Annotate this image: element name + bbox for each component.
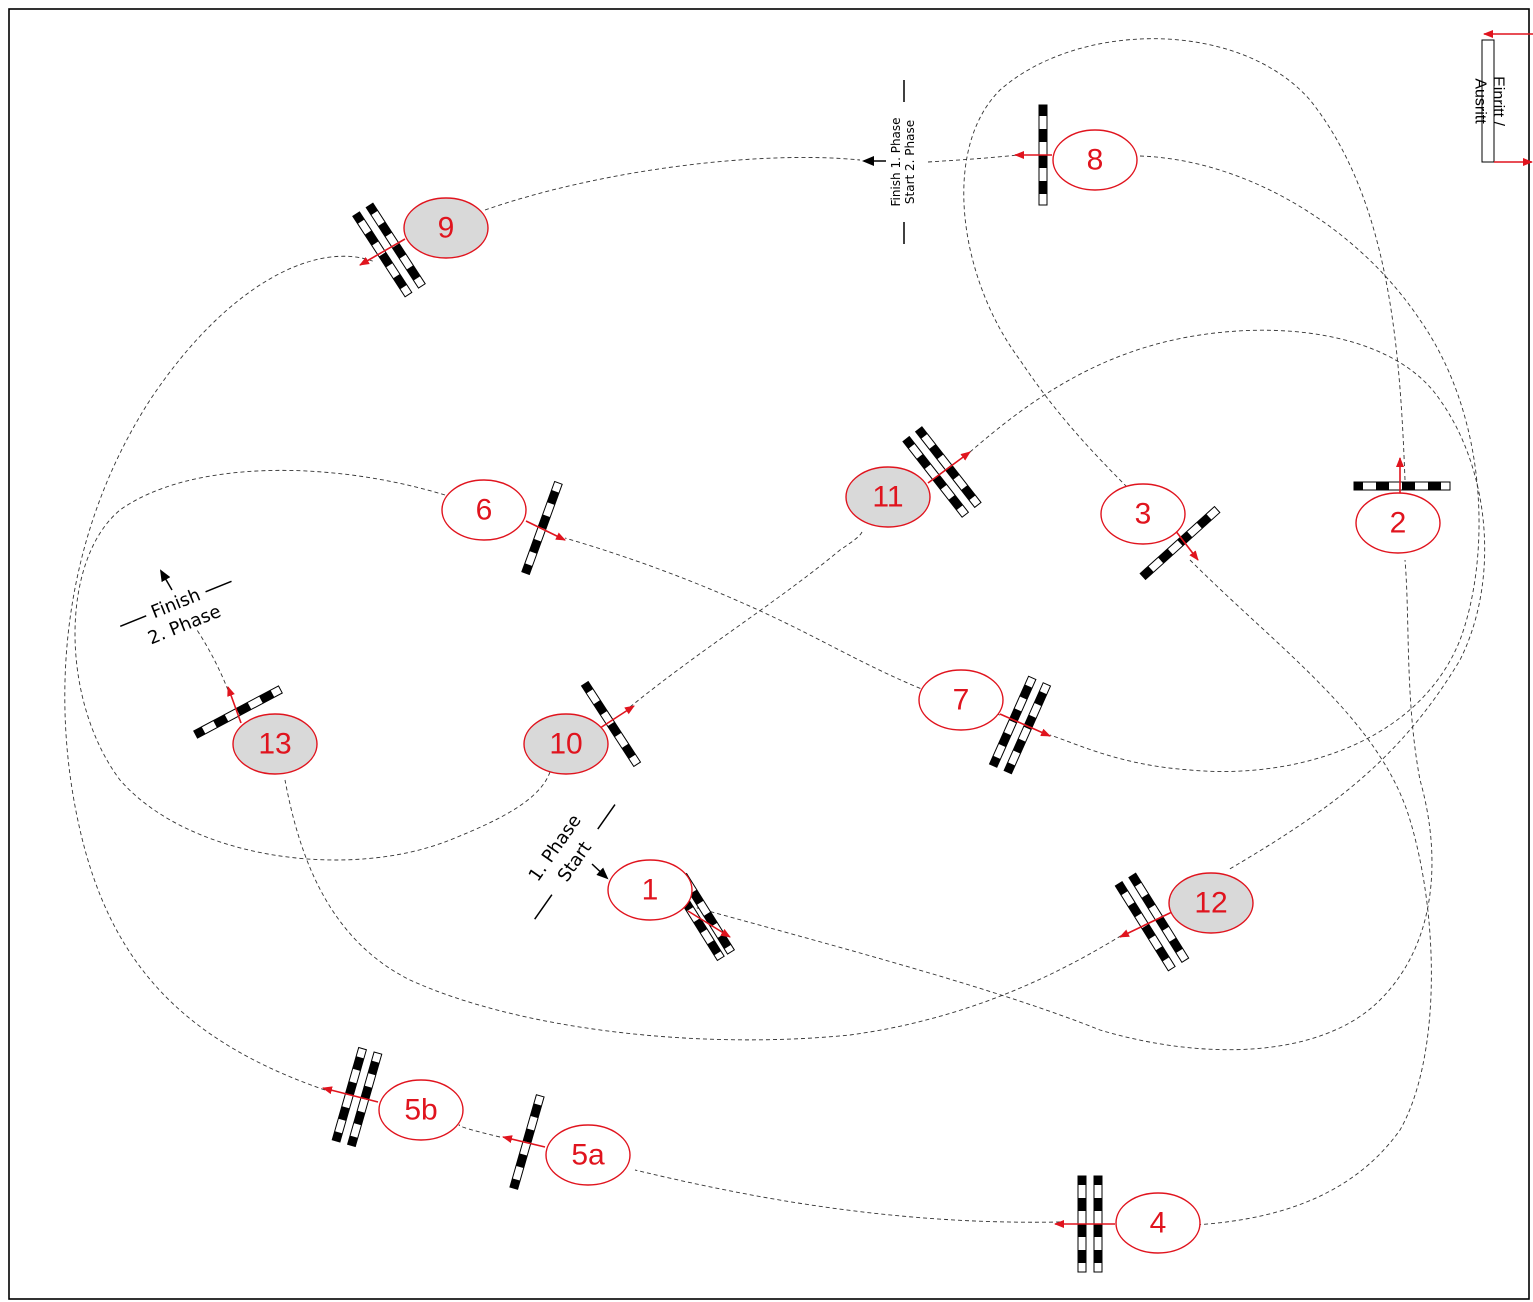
svg-text:3: 3 — [1135, 498, 1152, 531]
obstacle-label-5a: 5a — [545, 1124, 631, 1186]
svg-text:5b: 5b — [404, 1094, 437, 1127]
obstacle-label-6: 6 — [441, 479, 527, 541]
phase-2-finish-marker: Finish 2. Phase — [119, 569, 232, 649]
red-direction-arrow-icon — [525, 520, 566, 541]
svg-text:4: 4 — [1150, 1207, 1167, 1240]
jump-9 — [352, 202, 426, 298]
red-direction-arrow-icon — [502, 1135, 546, 1148]
show-jump-fence-icon — [580, 680, 642, 768]
svg-text:Finish 1. Phase: Finish 1. Phase — [889, 117, 903, 206]
obstacle-label-2: 2 — [1355, 492, 1441, 554]
obstacle-label-3: 3 — [1100, 483, 1186, 545]
obstacle-label-9: 9 — [403, 197, 489, 259]
red-direction-arrow-icon — [999, 713, 1051, 737]
red-direction-arrow-icon — [1174, 529, 1199, 561]
jump-2 — [1353, 481, 1451, 491]
obstacle-label-7: 7 — [918, 669, 1004, 731]
red-direction-arrow-icon — [322, 1086, 379, 1103]
red-direction-arrow-icon — [359, 238, 406, 266]
show-jump-fence-icon — [352, 202, 426, 298]
black-arrow-icon — [159, 569, 173, 591]
red-direction-arrow-icon — [596, 705, 635, 731]
riding-path — [64, 38, 1486, 1226]
obstacle-labels: 1 2 3 4 5a 5b 6 7 — [232, 129, 1441, 1254]
obstacle-label-11: 11 — [845, 466, 931, 528]
red-direction-arrow-icon — [1119, 911, 1173, 938]
phase-1-finish-marker: Finish 1. Phase Start 2. Phase — [862, 80, 917, 244]
obstacle-label-13: 13 — [232, 713, 318, 775]
svg-text:7: 7 — [953, 684, 970, 717]
jump-7 — [988, 675, 1052, 775]
show-jump-fence-icon — [988, 675, 1052, 775]
black-arrow-icon — [591, 863, 609, 880]
show-jump-fence-icon — [1139, 505, 1221, 581]
obstacle-label-12: 12 — [1168, 872, 1254, 934]
jump-3 — [1139, 505, 1221, 581]
svg-text:10: 10 — [549, 728, 582, 761]
svg-text:13: 13 — [258, 728, 291, 761]
entry-exit-gate: Einritt / Ausritt — [1472, 30, 1533, 166]
svg-text:2: 2 — [1390, 507, 1407, 540]
svg-text:9: 9 — [438, 212, 455, 245]
svg-text:5a: 5a — [571, 1139, 605, 1172]
svg-text:Start 2. Phase: Start 2. Phase — [903, 120, 917, 204]
show-jump-fence-icon — [1353, 481, 1451, 491]
svg-text:Ausritt: Ausritt — [1472, 78, 1489, 124]
svg-text:Einritt /: Einritt / — [1490, 76, 1507, 126]
arena-border — [8, 8, 1530, 1300]
phase-1-start-marker: 1. Phase Start — [525, 804, 616, 920]
obstacle-label-5b: 5b — [378, 1079, 464, 1141]
svg-text:8: 8 — [1087, 144, 1104, 177]
svg-text:12: 12 — [1194, 887, 1227, 920]
direction-arrows — [227, 151, 1404, 1228]
red-direction-arrow-icon — [687, 910, 731, 938]
red-direction-arrow-icon — [927, 451, 971, 484]
red-direction-arrow-icon — [227, 686, 242, 724]
jump-10 — [580, 680, 642, 768]
obstacle-label-1: 1 — [607, 859, 693, 921]
obstacle-label-4: 4 — [1115, 1192, 1201, 1254]
svg-text:1: 1 — [642, 874, 659, 907]
obstacle-label-8: 8 — [1052, 129, 1138, 191]
svg-text:6: 6 — [476, 494, 493, 527]
svg-text:11: 11 — [872, 481, 903, 514]
obstacle-label-10: 10 — [523, 713, 609, 775]
